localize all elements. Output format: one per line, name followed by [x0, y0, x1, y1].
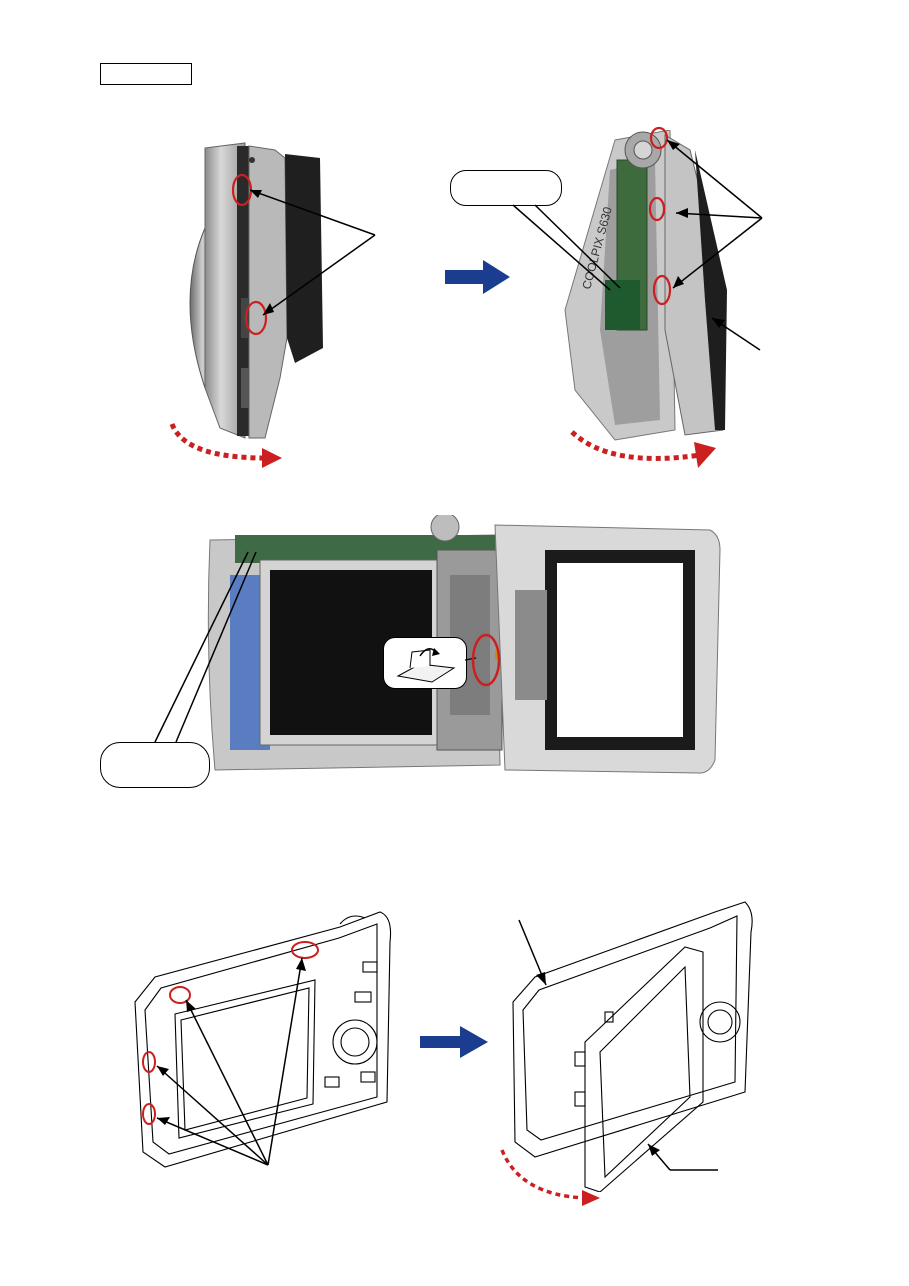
snap-location-marker — [142, 1051, 156, 1073]
rear-cover-line-drawing — [125, 902, 400, 1172]
snap-location-marker — [291, 941, 319, 959]
callout-middle — [100, 742, 210, 788]
rear-cover-outline — [134, 911, 392, 1168]
snap-location-marker — [648, 196, 666, 222]
rotation-arrow — [500, 1149, 586, 1200]
rotation-arrow — [570, 430, 701, 461]
camera-open-illustration: COOLPIX S630 — [564, 130, 727, 441]
callout-top — [450, 170, 562, 206]
rear-cover-removed-line-drawing — [505, 892, 755, 1192]
camera-opened-top-photo: COOLPIX S630 — [555, 130, 730, 450]
snap-location-marker — [142, 1103, 156, 1125]
connector-marker — [471, 633, 501, 687]
snap-location-marker — [652, 274, 672, 306]
rotation-arrow — [169, 422, 266, 461]
connector-detail-inset — [383, 637, 467, 689]
snap-location-marker — [169, 986, 191, 1004]
snap-location-marker — [649, 126, 669, 150]
rear-cover-separated-outline — [512, 901, 753, 1192]
step-label-box — [100, 63, 192, 85]
snap-location-marker — [244, 300, 268, 336]
connector-lock-icon — [396, 648, 456, 683]
